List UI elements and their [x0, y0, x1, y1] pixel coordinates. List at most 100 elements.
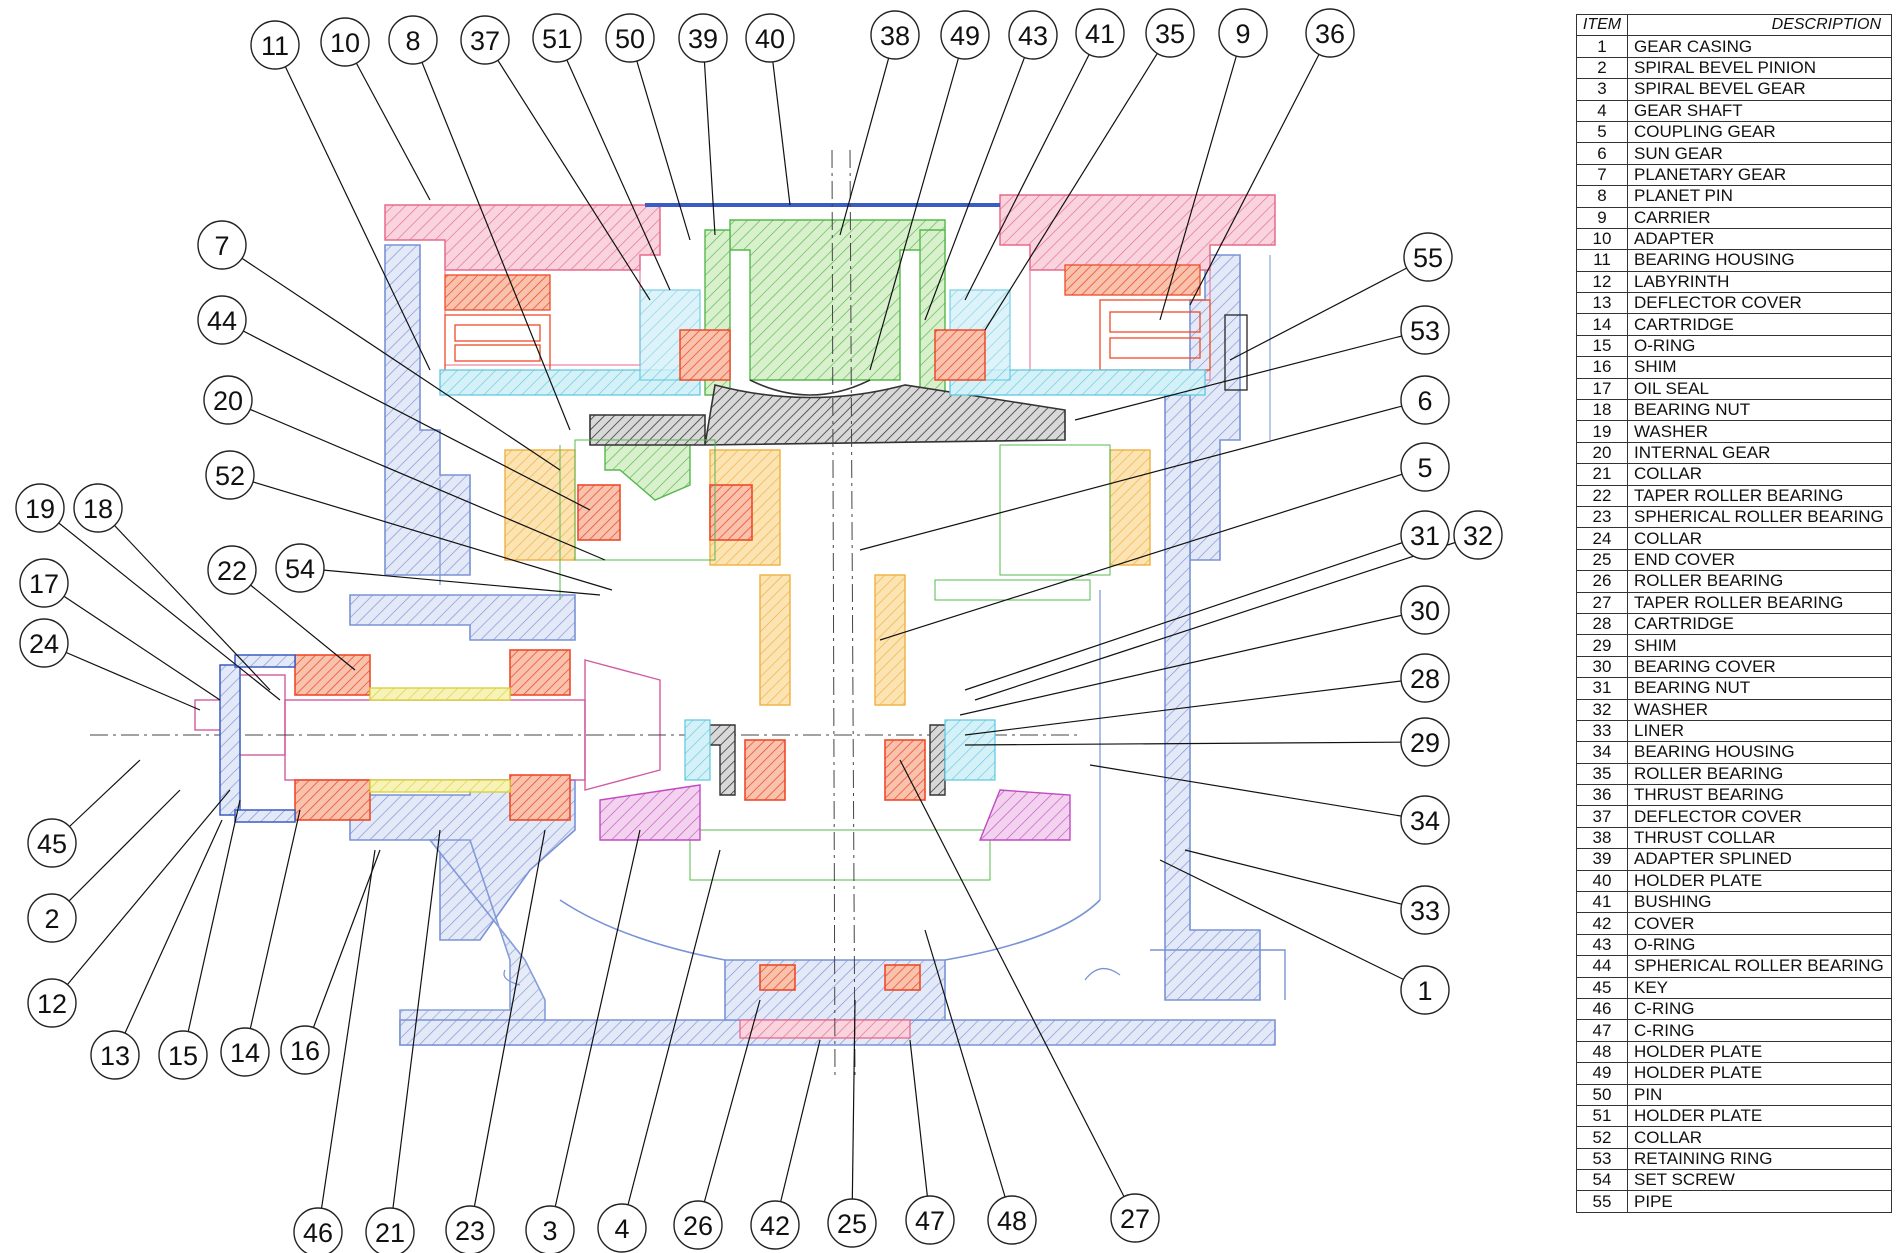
balloon-circle [275, 543, 325, 593]
leader-line [629, 37, 691, 241]
balloon-item-32: 32 [1453, 510, 1503, 560]
balloon-item-11: 11 [250, 20, 300, 70]
leader-line [879, 466, 1426, 641]
bom-item-number: 20 [1576, 441, 1628, 465]
balloon-circle [27, 818, 77, 868]
leader-line [51, 789, 181, 919]
balloon-item-35: 35 [1145, 8, 1195, 58]
balloon-number: 46 [303, 1218, 333, 1248]
bearing-cover [689, 724, 976, 796]
bom-item-description: INTERNAL GEAR [1627, 441, 1892, 465]
bom-item-number: 24 [1576, 527, 1628, 550]
bom-item-number: 49 [1576, 1062, 1628, 1085]
balloon-circle [1400, 885, 1450, 935]
cover-bottom [739, 1019, 911, 1039]
balloon-number: 5 [1417, 453, 1432, 483]
balloon-circle [1110, 1193, 1160, 1243]
bom-item-description: COUPLING GEAR [1627, 120, 1892, 144]
bom-item-number: 5 [1576, 120, 1628, 144]
bom-item-description: CARTRIDGE [1627, 313, 1892, 336]
bom-header-item: ITEM [1576, 13, 1628, 37]
balloon-item-21: 21 [365, 1207, 415, 1253]
leader-line [869, 34, 966, 371]
balloon-circle [1400, 305, 1450, 355]
balloon-number: 32 [1463, 521, 1493, 551]
leader-line [769, 37, 791, 206]
vertical-centerline [831, 149, 836, 1081]
bom-item-description: COVER [1627, 912, 1892, 935]
bom-item-number: 55 [1576, 1190, 1628, 1213]
leader-line [1159, 859, 1426, 991]
bom-item-description: LINER [1627, 719, 1892, 743]
balloon-number: 14 [230, 1038, 260, 1068]
leader-line [909, 1039, 931, 1221]
balloon-circle [158, 1030, 208, 1080]
balloon-item-15: 15 [158, 1030, 208, 1080]
balloon-number: 24 [29, 629, 59, 659]
bom-item-description: END COVER [1627, 548, 1892, 572]
balloon-number: 22 [217, 556, 247, 586]
leader-line [697, 999, 761, 1226]
bom-item-description: HOLDER PLATE [1627, 1040, 1892, 1064]
bom-item-number: 34 [1576, 741, 1628, 764]
balloon-item-4: 4 [597, 1203, 647, 1253]
balloon-circle [1305, 8, 1355, 58]
bom-item-number: 2 [1576, 56, 1628, 80]
bom-item-description: WASHER [1627, 698, 1892, 721]
balloon-number: 1 [1417, 976, 1432, 1006]
balloon-number: 7 [214, 231, 229, 261]
balloon-number: 19 [25, 494, 55, 524]
bom-item-number: 52 [1576, 1126, 1628, 1149]
bom-item-number: 30 [1576, 655, 1628, 679]
bom-item-number: 37 [1576, 805, 1628, 828]
balloon-item-44: 44 [197, 295, 247, 345]
balloon-number: 27 [1120, 1204, 1150, 1234]
leader-line [231, 569, 356, 671]
balloon-item-12: 12 [27, 978, 77, 1028]
leader-line [1074, 329, 1426, 421]
leader-line [317, 849, 376, 1233]
balloon-number: 48 [997, 1206, 1027, 1236]
balloon-circle [1400, 965, 1450, 1015]
bom-item-description: LABYRINTH [1627, 270, 1892, 294]
balloon-number: 8 [405, 26, 420, 56]
balloon-number: 10 [330, 28, 360, 58]
balloon-number: 12 [37, 989, 67, 1019]
bom-item-number: 12 [1576, 270, 1628, 294]
bom-item-description: THRUST BEARING [1627, 784, 1892, 807]
leader-line [621, 849, 721, 1229]
bom-item-description: SHIM [1627, 356, 1892, 379]
balloon-circle [73, 483, 123, 533]
leader-line [1189, 32, 1331, 306]
leader-line [1089, 764, 1426, 821]
pipe [1224, 314, 1248, 391]
leader-line [924, 929, 1013, 1221]
bom-item-number: 23 [1576, 505, 1628, 529]
balloon-item-7: 7 [197, 220, 247, 270]
balloon-number: 28 [1410, 664, 1440, 694]
bom-item-number: 42 [1576, 912, 1628, 935]
bom-item-number: 35 [1576, 762, 1628, 786]
bom-item-description: DEFLECTOR COVER [1627, 292, 1892, 315]
balloon-number: 31 [1410, 521, 1440, 551]
bom-item-description: CARTRIDGE [1627, 612, 1892, 636]
bom-item-number: 46 [1576, 997, 1628, 1021]
bom-item-description: HOLDER PLATE [1627, 1062, 1892, 1085]
